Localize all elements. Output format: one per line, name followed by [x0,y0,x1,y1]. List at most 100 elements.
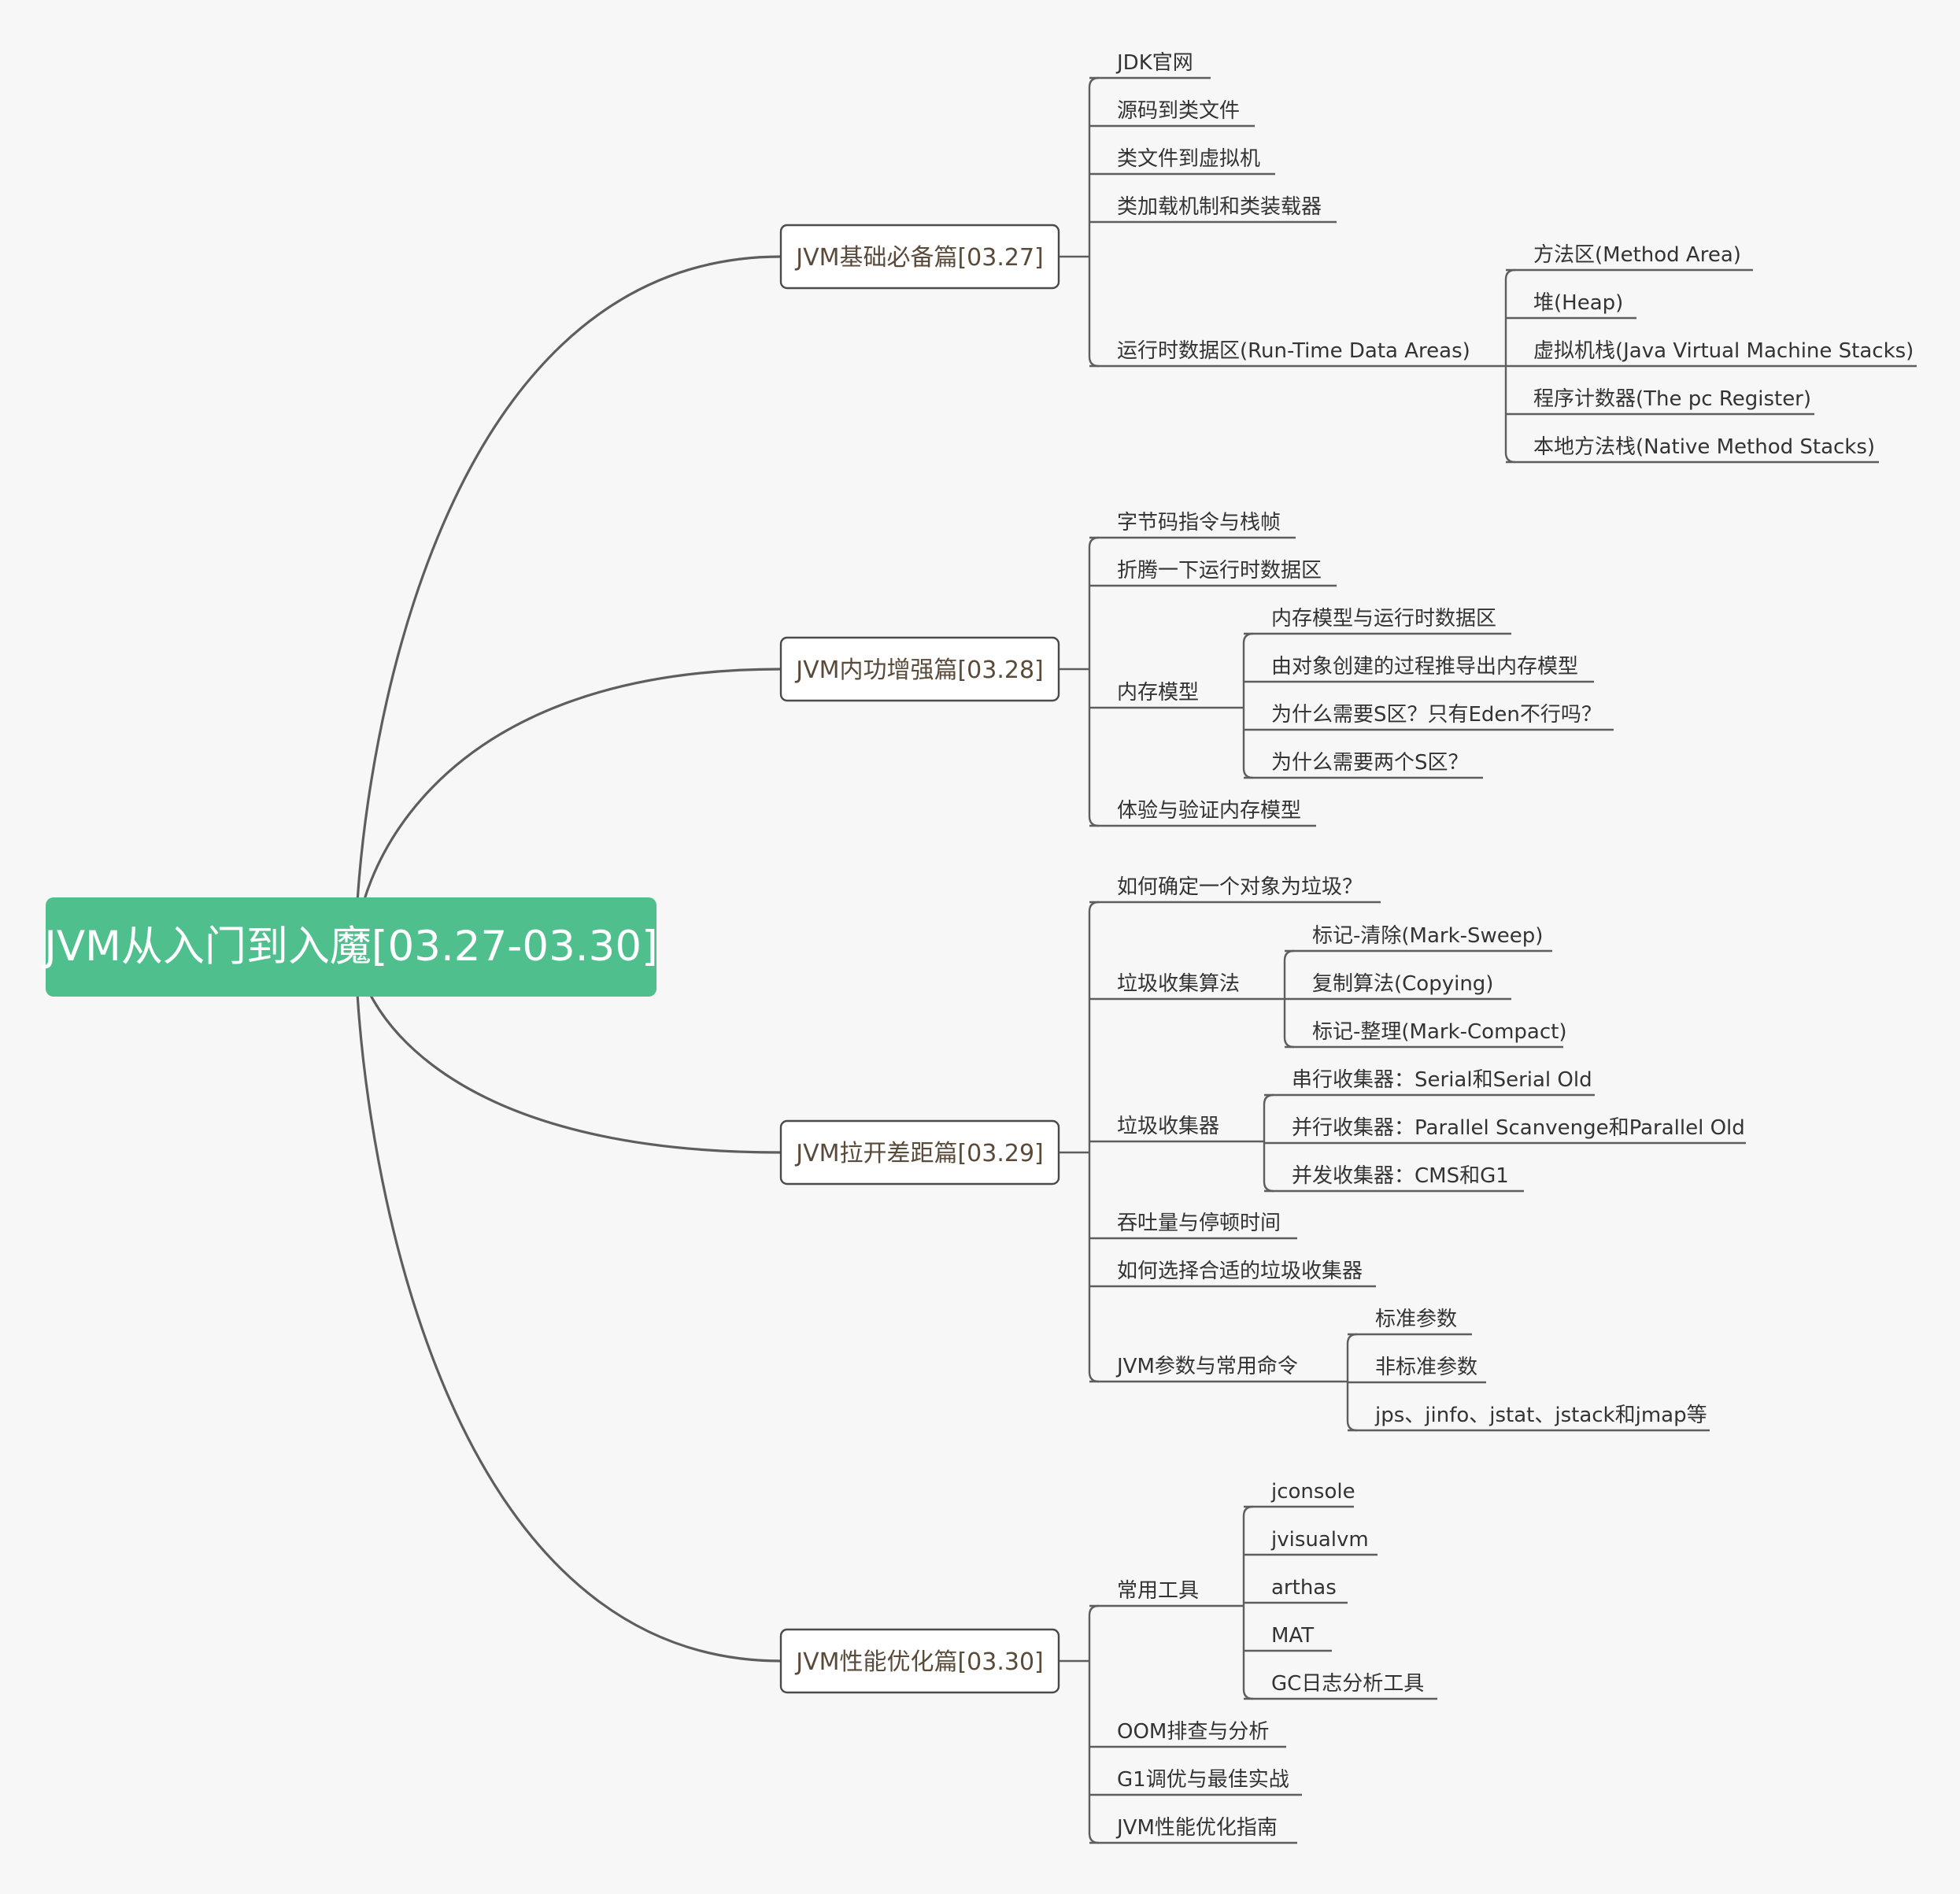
branch-2-child-3-child-2-label: 由对象创建的过程推导出内存模型 [1271,655,1578,679]
branch-1-child-5-child-2[interactable]: 堆(Heap) [1506,291,1636,320]
branch-4-child-2[interactable]: OOM排查与分析 [1089,1720,1286,1748]
root-node-label: JVM从入门到入魔[03.27-03.30] [42,923,658,971]
branch-3-child-3[interactable]: 垃圾收集器 [1089,1115,1264,1143]
branch-4-node[interactable]: JVM性能优化篇[03.30] [779,1628,1060,1694]
branch-1-box [779,224,1060,290]
branch-3-child-6-child-2-label: 非标准参数 [1375,1356,1477,1379]
branch-3-label: JVM拉开差距篇[03.29] [794,1140,1044,1167]
branch-2-child-2-label: 折腾一下运行时数据区 [1117,559,1322,583]
branch-4-child-1-child-4-label: MAT [1271,1624,1314,1648]
branch-3-child-1[interactable]: 如何确定一个对象为垃圾？ [1089,875,1381,904]
branch-4-edge [354,946,782,1663]
branch-4-child-1-child-4[interactable]: MAT [1244,1624,1332,1652]
branch-2-child-3-child-2[interactable]: 由对象创建的过程推导出内存模型 [1244,655,1594,683]
branch-2-child-3[interactable]: 内存模型 [1089,681,1242,709]
branch-1-node[interactable]: JVM基础必备篇[03.27] [779,224,1060,290]
branch-3-child-3-child-3[interactable]: 并发收集器：CMS和G1 [1264,1164,1524,1193]
branch-3-child-2-child-2[interactable]: 复制算法(Copying) [1285,972,1511,1001]
branch-2-child-1-label: 字节码指令与栈帧 [1117,511,1281,535]
branch-1-child-1-label: JDK官网 [1115,51,1193,75]
branch-3-child-5-label: 如何选择合适的垃圾收集器 [1117,1260,1363,1283]
branch-2-box [779,636,1060,702]
branch-2-label: JVM内功增强篇[03.28] [794,657,1044,684]
branch-3-child-6-child-1[interactable]: 标准参数 [1348,1308,1472,1336]
branch-3-child-3-child-3-label: 并发收集器：CMS和G1 [1292,1164,1509,1188]
branch-1-child-5-child-3[interactable]: 虚拟机栈(Java Virtual Machine Stacks) [1506,339,1917,368]
branch-4-child-1-child-3[interactable]: arthas [1244,1576,1348,1604]
branch-3-child-5[interactable]: 如何选择合适的垃圾收集器 [1089,1260,1376,1288]
branch-1-child-5-child-2-label: 堆(Heap) [1533,291,1623,315]
branch-4-child-1[interactable]: 常用工具 [1089,1579,1242,1607]
branch-3-child-2[interactable]: 垃圾收集算法 [1089,972,1283,1001]
branch-1-child-5-child-5[interactable]: 本地方法栈(Native Method Stacks) [1506,435,1879,464]
branch-1-child-5-child-1-label: 方法区(Method Area) [1533,243,1741,267]
branch-3-child-6-label: JVM参数与常用命令 [1115,1355,1298,1378]
branch-2-child-3-child-1[interactable]: 内存模型与运行时数据区 [1244,607,1511,635]
branch-2-child-3-child-3[interactable]: 为什么需要S区？只有Eden不行吗？ [1244,703,1614,731]
branch-3-child-4-label: 吞吐量与停顿时间 [1117,1211,1281,1235]
branch-1-child-5-child-4-label: 程序计数器(The pc Register) [1533,387,1811,411]
branch-4-trunk [1088,1604,1100,1844]
branch-1-child-2-label: 源码到类文件 [1117,99,1240,123]
branch-4-child-1-child-2-label: jvisualvm [1270,1528,1369,1552]
branch-1-child-5-label: 运行时数据区(Run-Time Data Areas) [1117,339,1470,363]
branch-3-node[interactable]: JVM拉开差距篇[03.29] [779,1119,1060,1186]
branch-1-child-5-child-5-label: 本地方法栈(Native Method Stacks) [1533,435,1875,459]
branch-1-child-5[interactable]: 运行时数据区(Run-Time Data Areas) [1089,339,1503,368]
branch-1-child-1[interactable]: JDK官网 [1089,51,1211,80]
branch-1-child-3[interactable]: 类文件到虚拟机 [1089,147,1275,176]
branch-3-child-6-child-3-label: jps、jinfo、jstat、jstack和jmap等 [1374,1404,1707,1427]
branch-3-child-3-child-2[interactable]: 并行收集器：Parallel Scanvenge和Parallel Old [1264,1116,1746,1145]
branch-2-child-3-child-4[interactable]: 为什么需要两个S区？ [1244,751,1483,779]
branch-3-child-3-child-1[interactable]: 串行收集器：Serial和Serial Old [1264,1068,1595,1097]
branch-4-child-3[interactable]: G1调优与最佳实战 [1089,1768,1302,1796]
branch-1-child-2[interactable]: 源码到类文件 [1089,99,1255,128]
branch-4-child-1-child-2[interactable]: jvisualvm [1244,1528,1378,1556]
branch-2-child-4[interactable]: 体验与验证内存模型 [1089,799,1316,827]
branch-4-child-1-child-1[interactable]: jconsole [1244,1480,1355,1508]
branch-3-child-2-child-2-label: 复制算法(Copying) [1312,972,1493,996]
branch-3-child-3-label: 垃圾收集器 [1117,1115,1219,1138]
branch-1-edge [354,255,782,948]
branch-3-child-2-child-1[interactable]: 标记-清除(Mark-Sweep) [1285,924,1552,953]
branch-2-node[interactable]: JVM内功增强篇[03.28] [779,636,1060,702]
branch-3-child-2-child-1-label: 标记-清除(Mark-Sweep) [1312,924,1543,948]
branch-1-child-4[interactable]: 类加载机制和类装载器 [1089,195,1337,224]
node-layer: JVM从入门到入魔[03.27-03.30] JVM基础必备篇[03.27] JDK… [42,51,1917,1844]
branch-2-child-3-trunk [1242,632,1254,779]
branch-3-child-2-label: 垃圾收集算法 [1117,972,1240,996]
branch-1-label: JVM基础必备篇[03.27] [794,244,1044,272]
branch-4-child-1-child-3-label: arthas [1271,1576,1337,1600]
branch-2-child-2[interactable]: 折腾一下运行时数据区 [1089,559,1337,587]
branch-3-child-3-child-1-label: 串行收集器：Serial和Serial Old [1292,1068,1592,1092]
branch-4-box [779,1628,1060,1694]
branch-3-child-6-child-2[interactable]: 非标准参数 [1348,1356,1486,1384]
branch-2-child-3-label: 内存模型 [1117,681,1199,705]
branch-4-child-4[interactable]: JVM性能优化指南 [1089,1816,1297,1844]
branch-4-child-1-child-5[interactable]: GC日志分析工具 [1244,1672,1437,1700]
branch-3-child-3-child-2-label: 并行收集器：Parallel Scanvenge和Parallel Old [1292,1116,1745,1140]
branch-4-label: JVM性能优化篇[03.30] [794,1648,1044,1676]
branch-2-child-3-child-1-label: 内存模型与运行时数据区 [1271,607,1496,631]
branch-2-trunk [1088,536,1100,827]
branch-2-child-1[interactable]: 字节码指令与栈帧 [1089,511,1296,539]
branch-1-child-5-child-1[interactable]: 方法区(Method Area) [1506,243,1753,272]
branch-3-box [779,1119,1060,1186]
root-node[interactable]: JVM从入门到入魔[03.27-03.30] [42,897,658,997]
branch-3-child-6-child-1-label: 标准参数 [1375,1308,1457,1331]
branch-1-child-3-label: 类文件到虚拟机 [1117,147,1260,171]
branch-3-child-6[interactable]: JVM参数与常用命令 [1089,1355,1344,1383]
branch-2-child-4-label: 体验与验证内存模型 [1117,799,1301,823]
branch-2-child-3-child-3-label: 为什么需要S区？只有Eden不行吗？ [1271,703,1602,727]
branch-1-child-5-child-3-label: 虚拟机栈(Java Virtual Machine Stacks) [1533,339,1914,363]
branch-1-child-4-label: 类加载机制和类装载器 [1117,195,1322,219]
branch-4-child-1-child-5-label: GC日志分析工具 [1271,1672,1424,1696]
branch-1-child-5-child-4[interactable]: 程序计数器(The pc Register) [1506,387,1814,416]
branch-4-child-1-label: 常用工具 [1117,1579,1199,1603]
branch-3-child-4[interactable]: 吞吐量与停顿时间 [1089,1211,1297,1240]
branch-3-child-6-child-3[interactable]: jps、jinfo、jstat、jstack和jmap等 [1348,1404,1710,1432]
branch-3-child-1-label: 如何确定一个对象为垃圾？ [1117,875,1363,899]
branch-3-child-2-child-3[interactable]: 标记-整理(Mark-Compact) [1285,1020,1566,1049]
branch-3-child-2-child-3-label: 标记-整理(Mark-Compact) [1312,1020,1566,1044]
